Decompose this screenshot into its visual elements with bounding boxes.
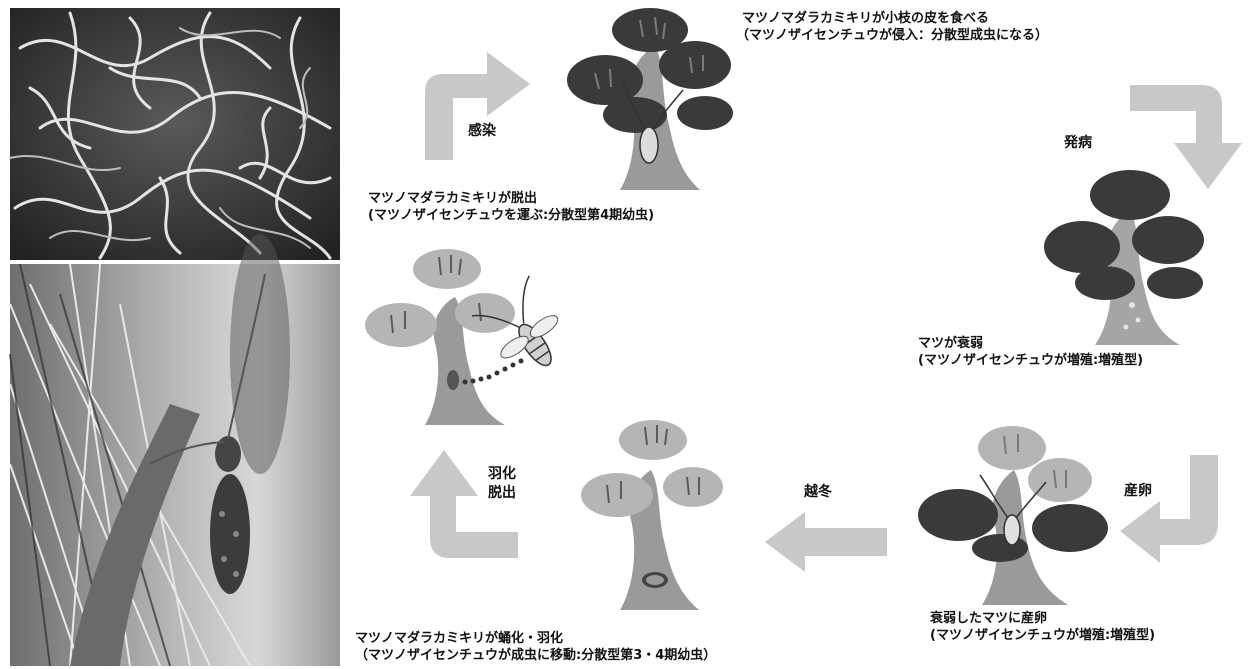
caption-laying-line1: 衰弱したマツに産卵 (930, 611, 1048, 626)
caption-pupation-line2: （マツノザイセンチュウが成虫に移動:分散型第3・4期幼虫） (355, 648, 717, 663)
step-oviposition-label: 産卵 (1124, 483, 1152, 499)
caption-weakened-line1: マツが衰弱 (918, 336, 984, 351)
tree-emergence (365, 249, 559, 425)
arrow-oviposition (1120, 455, 1218, 563)
caption-feeding: マツノマダラカミキリが小枝の皮を食べる （マツノザイセンチュウが侵入：分散型成虫… (736, 10, 1048, 44)
caption-exit: マツノマダラカミキリが脱出 (マツノザイセンチュウを運ぶ:分散型第4期幼虫) (368, 190, 654, 224)
caption-laying: 衰弱したマツに産卵 (マツノザイセンチュウが増殖:増殖型) (930, 610, 1155, 644)
arrow-infection (425, 52, 530, 160)
tree-onset (1044, 170, 1204, 345)
caption-pupation: マツノマダラカミキリが蛹化・羽化 （マツノザイセンチュウが成虫に移動:分散型第3… (355, 630, 716, 664)
step-onset-label: 発病 (1064, 135, 1092, 151)
step-emergence-line2: 脱出 (488, 485, 516, 501)
step-infection-label: 感染 (468, 123, 496, 139)
tree-healthy-feeding (567, 8, 733, 190)
arrow-overwinter (765, 512, 887, 572)
arrow-onset (1130, 85, 1242, 189)
sawyer-beetle-photo (9, 234, 340, 667)
caption-weakened-line2: (マツノザイセンチュウが増殖:増殖型) (918, 353, 1144, 368)
caption-feeding-line2: （マツノザイセンチュウが侵入：分散型成虫になる） (736, 28, 1049, 43)
tree-overwinter (581, 420, 723, 610)
caption-exit-line2: (マツノザイセンチュウを運ぶ:分散型第4期幼虫) (368, 208, 655, 223)
nematode-micrograph (9, 8, 340, 260)
step-emergence-label: 羽化 脱出 (488, 465, 516, 503)
step-emergence-line1: 羽化 (488, 466, 516, 482)
tree-oviposition (918, 426, 1108, 605)
caption-pupation-line1: マツノマダラカミキリが蛹化・羽化 (355, 631, 564, 646)
caption-feeding-line1: マツノマダラカミキリが小枝の皮を食べる (742, 11, 990, 26)
caption-exit-line1: マツノマダラカミキリが脱出 (368, 191, 538, 206)
arrow-emergence (410, 450, 518, 558)
caption-weakened: マツが衰弱 (マツノザイセンチュウが増殖:増殖型) (918, 335, 1143, 369)
caption-laying-line2: (マツノザイセンチュウが増殖:増殖型) (930, 628, 1156, 643)
step-overwinter-label: 越冬 (804, 484, 832, 500)
